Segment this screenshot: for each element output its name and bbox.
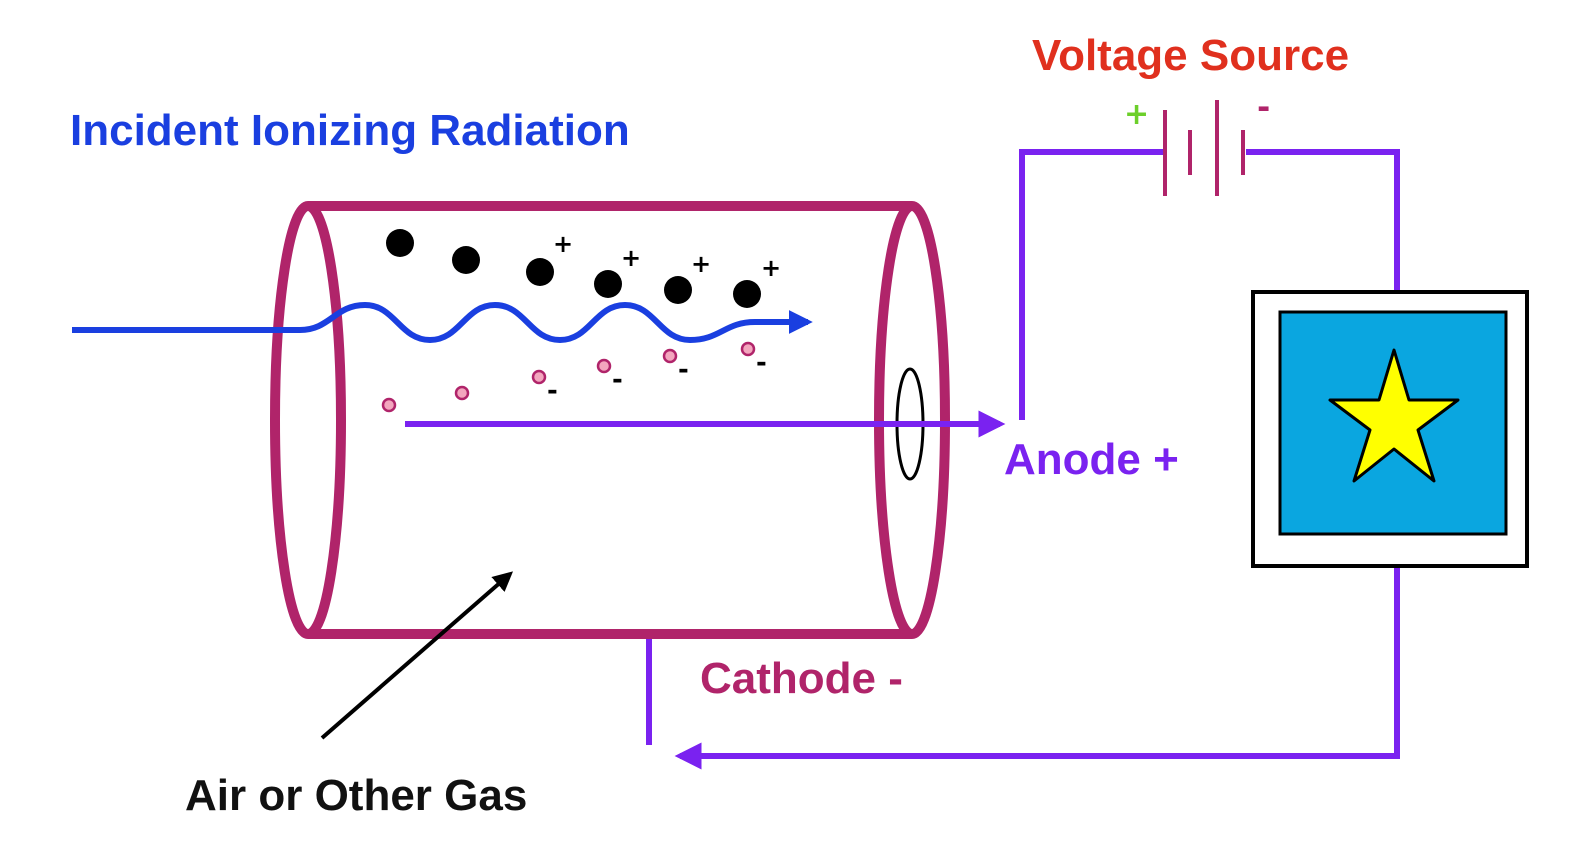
positive-ions [386,229,761,308]
positive-ion-sign: + [621,244,641,272]
positive-ion-sign: + [553,230,573,258]
positive-ion-sign: + [761,254,781,282]
battery-symbol [1163,100,1245,196]
circuit-wire-anode [1019,149,1163,420]
battery-negative-sign: - [1257,88,1270,126]
electron-sign: - [612,365,623,395]
electron-signs: - - - - [547,348,767,406]
positive-ion-sign: + [691,250,711,278]
circuit-wire-return [674,566,1400,770]
electrons [381,341,756,413]
voltage-source-label: Voltage Source [1032,31,1349,80]
electron-sign: - [756,348,767,378]
electron-sign: - [547,376,558,406]
gas-pointer-arrow [320,571,514,740]
star-icon [1328,348,1460,483]
gas-label: Air or Other Gas [185,771,527,820]
electron-sign: - [678,355,689,385]
circuit-wire-meter-top [1246,149,1400,292]
radiation-label: Incident Ionizing Radiation [70,106,630,155]
positive-ion-signs: + + + + [553,230,781,282]
cathode-label: Cathode - [700,654,903,703]
ionization-chamber [270,201,950,639]
battery-positive-sign: + [1124,97,1149,132]
anode-label: Anode + [1004,435,1179,484]
incident-radiation-wave [72,301,813,344]
